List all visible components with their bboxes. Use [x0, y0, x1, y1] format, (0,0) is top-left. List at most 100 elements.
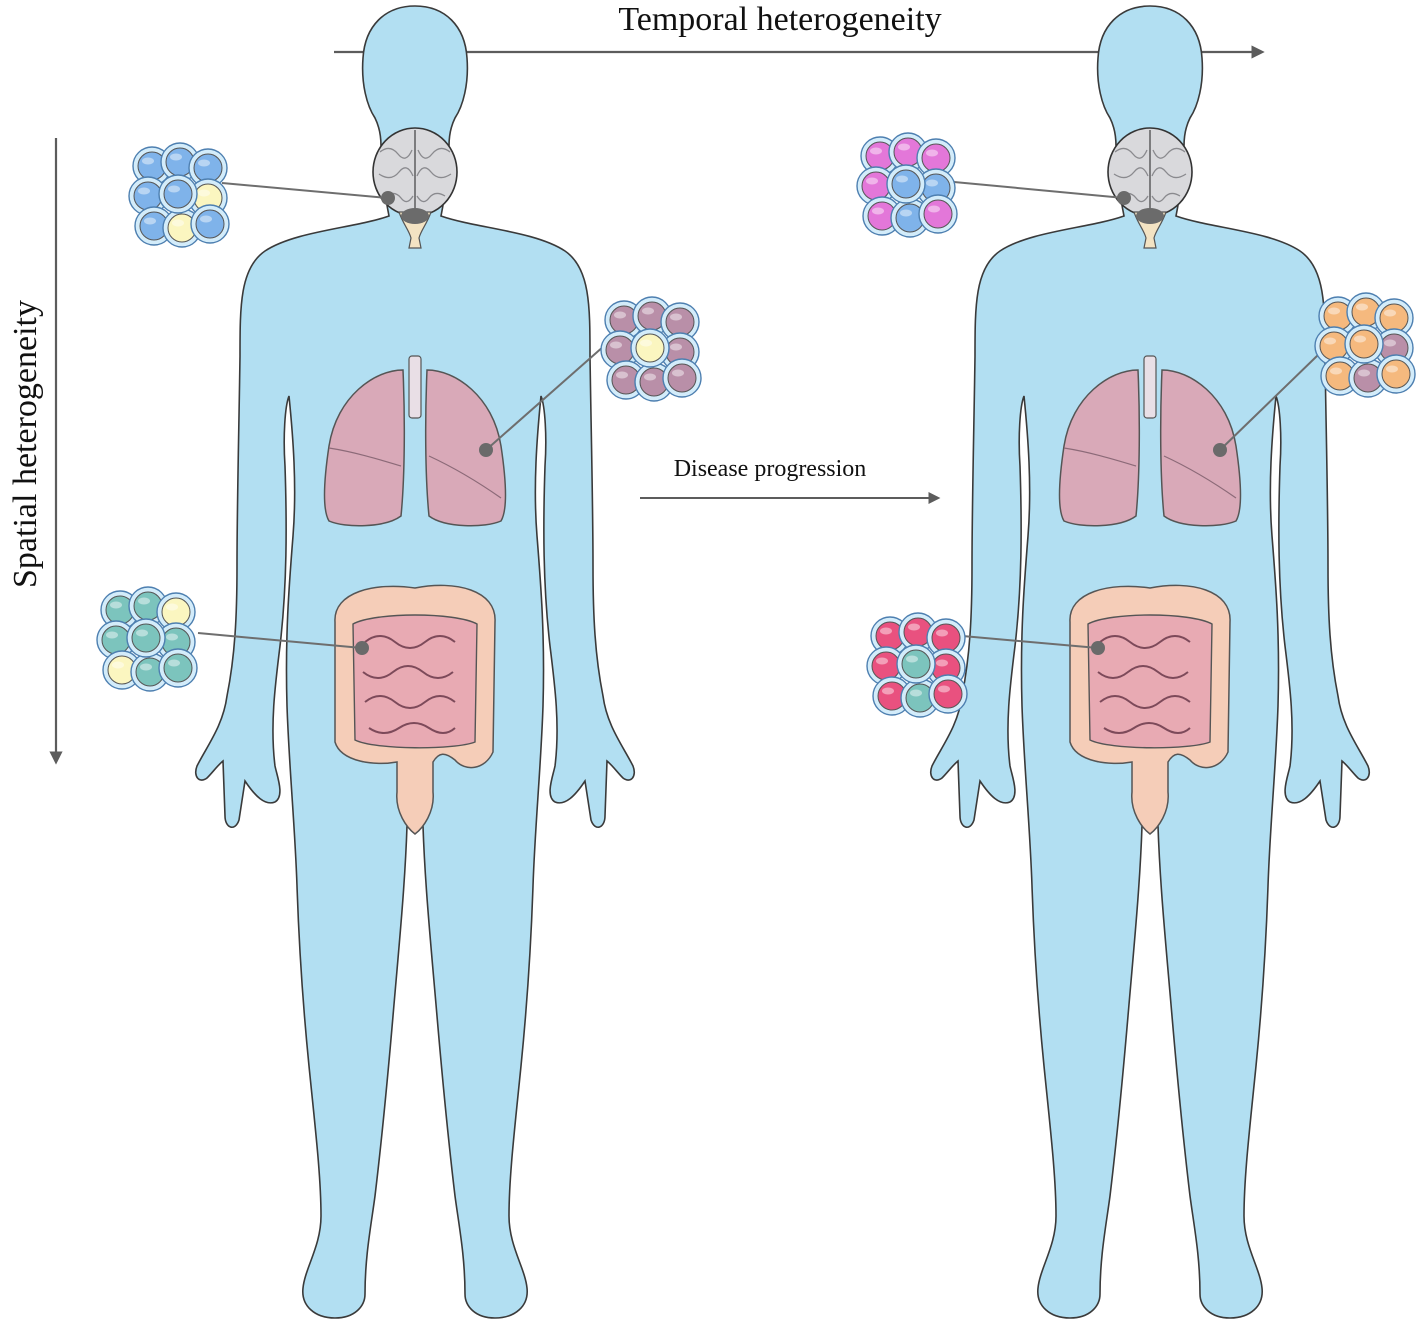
- cell-nucleus-blue: [133, 181, 163, 211]
- cell-cluster-late-brain: [856, 132, 958, 238]
- cell-highlight: [926, 149, 938, 157]
- cell-highlight: [936, 659, 948, 667]
- cell-nucleus-magenta: [923, 199, 953, 229]
- cell-highlight: [112, 661, 124, 669]
- cell-highlight: [910, 689, 922, 697]
- pointer-late-brain: [953, 181, 1125, 199]
- marker-early-lung: [479, 443, 493, 457]
- cell-nucleus-orange: [1381, 359, 1411, 389]
- figure-late: [929, 5, 1371, 1319]
- cell-highlight: [110, 601, 122, 609]
- cell-highlight: [142, 157, 154, 165]
- cell-nucleus-teal: [131, 623, 161, 653]
- cell-highlight: [882, 687, 894, 695]
- cell-highlight: [168, 185, 180, 193]
- cell-highlight: [106, 631, 118, 639]
- cell-nucleus-pink: [933, 679, 963, 709]
- cell-highlight: [1386, 365, 1398, 373]
- figure-early: [194, 5, 636, 1319]
- cell-highlight: [138, 187, 150, 195]
- cell-nucleus-yellow: [635, 333, 665, 363]
- marker-late-intestine: [1091, 641, 1105, 655]
- cell-highlight: [670, 343, 682, 351]
- cell-highlight: [936, 629, 948, 637]
- cell-highlight: [896, 175, 908, 183]
- progression-label: Disease progression: [674, 456, 867, 482]
- pointer-late-lung: [1219, 354, 1319, 451]
- cell-nucleus-teal: [101, 625, 131, 655]
- cell-highlight: [1328, 307, 1340, 315]
- cell-nucleus-orange: [1319, 331, 1349, 361]
- cell-nucleus-yellow: [161, 597, 191, 627]
- marker-early-intestine: [355, 641, 369, 655]
- cell-highlight: [616, 371, 628, 379]
- cell-highlight: [872, 207, 884, 215]
- cell-highlight: [198, 189, 210, 197]
- cell-highlight: [140, 663, 152, 671]
- cell-highlight: [928, 205, 940, 213]
- cell-cluster-early-intestine: [96, 586, 198, 692]
- marker-late-brain: [1117, 191, 1131, 205]
- pointer-late-intestine: [939, 633, 1099, 649]
- cell-nucleus-magenta: [921, 143, 951, 173]
- cell-nucleus-mauve: [667, 363, 697, 393]
- cell-nucleus-pink: [931, 623, 961, 653]
- cell-highlight: [198, 159, 210, 167]
- cell-nucleus-blue: [195, 209, 225, 239]
- cell-highlight: [144, 217, 156, 225]
- cell-highlight: [1324, 337, 1336, 345]
- cell-nucleus-mauve: [665, 307, 695, 337]
- spatial-label: Spatial heterogeneity: [7, 300, 44, 588]
- cell-highlight: [170, 153, 182, 161]
- marker-late-lung: [1213, 443, 1227, 457]
- cell-cluster-early-lung: [600, 296, 702, 402]
- cell-highlight: [1384, 309, 1396, 317]
- cell-nucleus-mauve: [605, 335, 635, 365]
- cell-cluster-late-intestine: [866, 612, 968, 718]
- cell-highlight: [866, 177, 878, 185]
- cell-nucleus-magenta: [861, 171, 891, 201]
- cell-highlight: [1384, 339, 1396, 347]
- cell-nucleus-teal: [163, 653, 193, 683]
- cell-highlight: [876, 657, 888, 665]
- organ-markers: [355, 191, 1227, 655]
- cell-highlight: [926, 179, 938, 187]
- pointer-early-intestine: [197, 632, 363, 649]
- cell-highlight: [898, 143, 910, 151]
- cell-highlight: [1354, 335, 1366, 343]
- cell-nucleus-blue: [891, 169, 921, 199]
- cell-highlight: [906, 655, 918, 663]
- cell-highlight: [640, 339, 652, 347]
- marker-early-brain: [381, 191, 395, 205]
- cell-highlight: [670, 313, 682, 321]
- cell-cluster-late-lung: [1314, 292, 1416, 398]
- cell-highlight: [938, 685, 950, 693]
- cell-nucleus-orange: [1349, 329, 1379, 359]
- cell-highlight: [166, 633, 178, 641]
- cell-highlight: [200, 215, 212, 223]
- cell-highlight: [166, 603, 178, 611]
- pointer-early-brain: [221, 182, 389, 199]
- cell-highlight: [168, 659, 180, 667]
- temporal-label: Temporal heterogeneity: [618, 1, 941, 38]
- cell-highlight: [870, 147, 882, 155]
- cell-nucleus-teal: [901, 649, 931, 679]
- cell-highlight: [644, 373, 656, 381]
- cell-highlight: [642, 307, 654, 315]
- cell-highlight: [136, 629, 148, 637]
- cell-cluster-early-brain: [128, 142, 230, 248]
- cell-highlight: [1356, 303, 1368, 311]
- cell-nucleus-blue: [163, 179, 193, 209]
- cell-highlight: [900, 209, 912, 217]
- cell-highlight: [138, 597, 150, 605]
- cell-highlight: [172, 219, 184, 227]
- cell-nucleus-orange: [1379, 303, 1409, 333]
- cell-highlight: [880, 627, 892, 635]
- cell-highlight: [908, 623, 920, 631]
- cell-highlight: [614, 311, 626, 319]
- cell-highlight: [672, 369, 684, 377]
- cell-highlight: [610, 341, 622, 349]
- cell-highlight: [1358, 369, 1370, 377]
- cell-nucleus-pink: [871, 651, 901, 681]
